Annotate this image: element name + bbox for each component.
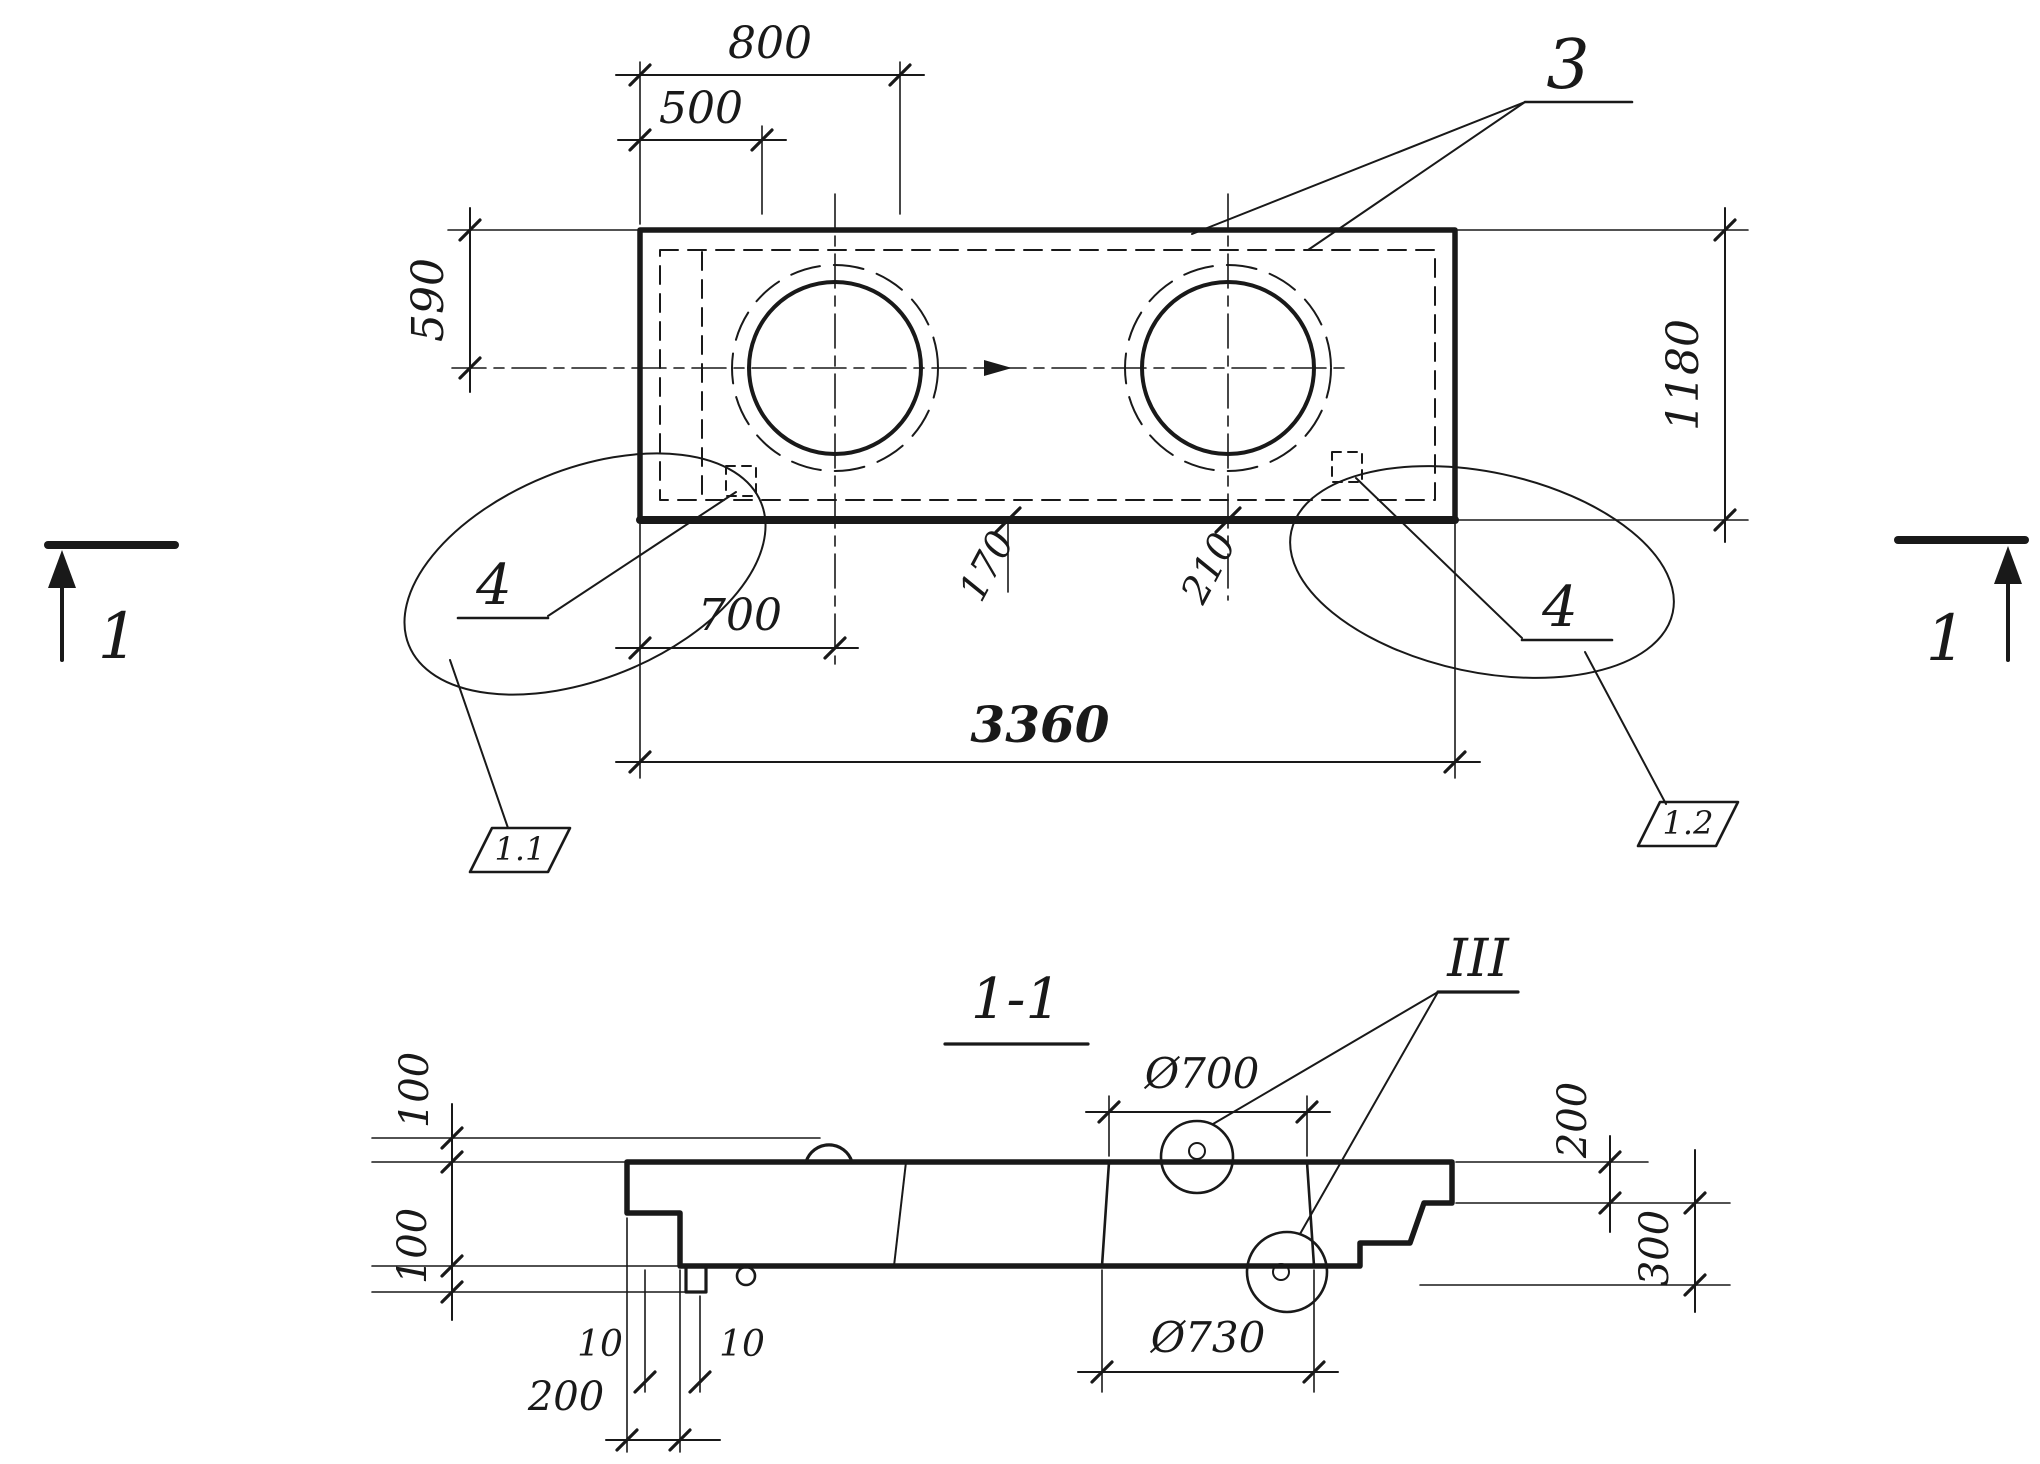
flag-right-label: 1.2 (1663, 804, 1714, 842)
callout-3-label: 3 (1546, 26, 1589, 105)
dim-100-top-label: 100 (392, 1052, 438, 1128)
dim-1180-label: 1180 (1658, 319, 1709, 431)
callout-III: III (1159, 929, 1520, 1314)
lifting-loop-top (804, 1143, 854, 1164)
section-arrow-left (48, 550, 76, 588)
revision-cloud-right: 1.2 (1289, 465, 1740, 848)
dim-dia700-label: Ø700 (1144, 1049, 1260, 1098)
dim-210-label: 210 (1172, 526, 1245, 612)
dim-800-label: 800 (728, 18, 812, 69)
dim-3360: 3360 (615, 523, 1481, 779)
anchor-square-left (725, 465, 757, 497)
plan-view: 800 500 590 1180 (44, 18, 2029, 874)
centerlines (451, 193, 1346, 665)
dim-10-b-label: 10 (719, 1324, 765, 1365)
bottom-tab (684, 1264, 708, 1294)
callout-4-right: 4 (1355, 477, 1614, 642)
detail-circle-bottom (1245, 1230, 1329, 1314)
dim-500: 500 (617, 83, 787, 215)
dim-590: 590 (403, 207, 641, 393)
dim-500-label: 500 (659, 83, 743, 134)
dim-100-left: 100 100 (371, 1052, 821, 1321)
revision-cloud-left: 1.1 (403, 452, 767, 874)
flag-right-shape (1636, 800, 1740, 848)
lifting-loop-bottom (735, 1265, 757, 1287)
dim-100-bottom-label: 100 (390, 1208, 436, 1284)
dim-200-bottom-label: 200 (527, 1374, 604, 1420)
dim-bottom-offsets: 10 10 200 (527, 1217, 765, 1453)
embedded-loop-bottom (1272, 1263, 1290, 1281)
section-profile (624, 1142, 1455, 1294)
callout-4-left-label: 4 (475, 553, 512, 618)
dim-200-right-label: 200 (1550, 1082, 1596, 1159)
section-title: 1-1 (943, 967, 1090, 1046)
dim-700-label: 700 (698, 590, 782, 641)
section-mark-right-label: 1 (1926, 602, 1967, 676)
section-mark-left-label: 1 (98, 600, 139, 674)
callout-4-right-label: 4 (1541, 575, 1578, 640)
section-mark-left: 1 (44, 541, 179, 674)
dim-300-right-label: 300 (1632, 1210, 1678, 1286)
dim-dia700: Ø700 (1085, 1049, 1331, 1157)
embedded-loop-top (1188, 1142, 1206, 1160)
centerline-arrow (984, 360, 1012, 376)
flag-left-shape (468, 826, 572, 874)
dim-800: 800 (615, 18, 925, 225)
anchor-square-right (1331, 451, 1363, 483)
dim-right-depths: 200 300 (1419, 1082, 1731, 1313)
section-arrow-right (1994, 546, 2022, 584)
dim-10-a-label: 10 (577, 1324, 623, 1365)
dim-1180: 1180 (1457, 207, 1749, 543)
callout-4-left: 4 (456, 491, 737, 620)
section-mark-right: 1 (1894, 536, 2029, 676)
callout-III-label: III (1446, 929, 1510, 989)
dim-170-label: 170 (950, 524, 1023, 609)
detail-circle-top (1159, 1119, 1235, 1195)
flag-left-label: 1.1 (495, 830, 546, 868)
section-view: 1-1 III (371, 929, 1731, 1453)
dim-3360-label: 3360 (970, 695, 1109, 754)
section-title-label: 1-1 (971, 967, 1061, 1032)
slab-hidden-edge (659, 249, 1436, 501)
dim-dia730-label: Ø730 (1150, 1313, 1266, 1362)
dim-dia730: Ø730 (1077, 1269, 1339, 1393)
callout-3: 3 (1191, 26, 1634, 251)
slab-outline (636, 227, 1459, 524)
dim-700: 700 (615, 523, 859, 779)
dim-590-label: 590 (403, 258, 454, 342)
